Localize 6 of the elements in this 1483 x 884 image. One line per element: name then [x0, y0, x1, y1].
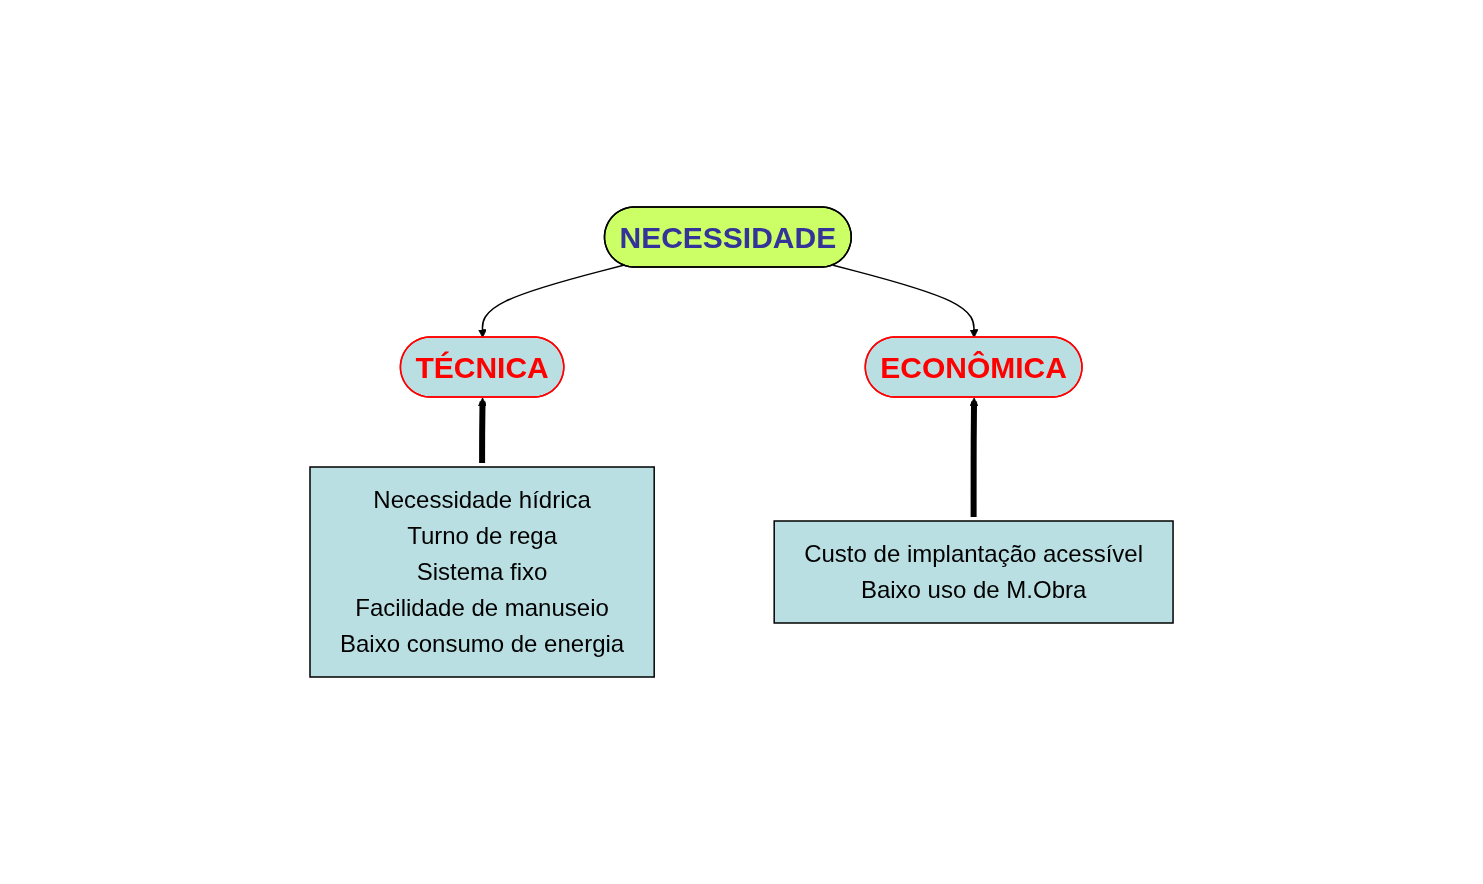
node-box: Necessidade hídrica Turno de rega Sistema fixo Facilidade de manuseio Baixo consumo de energia — [309, 466, 655, 678]
arrow — [478, 397, 487, 463]
arrow — [832, 264, 979, 338]
arrow — [969, 397, 979, 517]
arrow — [478, 264, 625, 338]
node-box: Custo de implantação acessível Baixo uso de M.Obra — [773, 520, 1174, 624]
